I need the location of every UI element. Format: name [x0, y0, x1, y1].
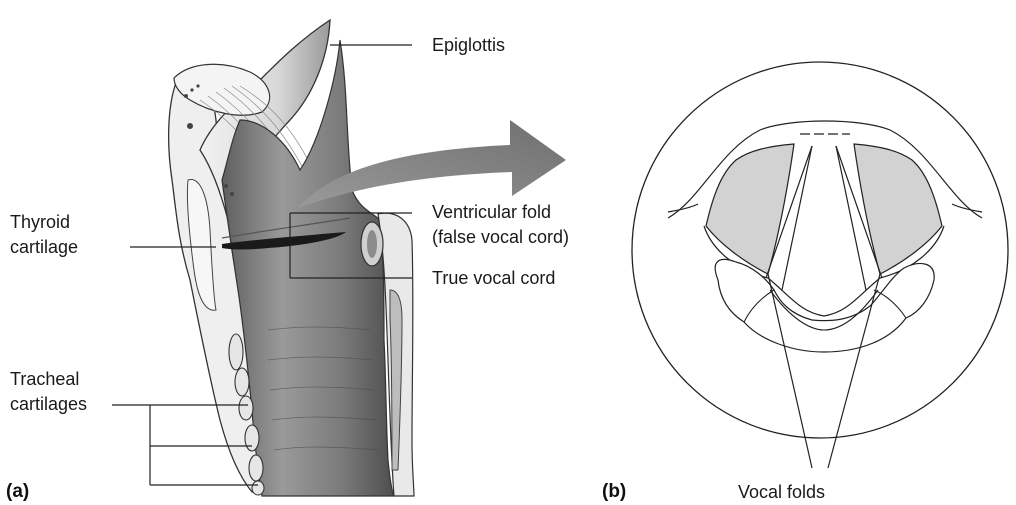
label-true-vocal-cord: True vocal cord [432, 267, 555, 289]
label-thyroid-line2: cartilage [10, 236, 78, 258]
laryngoscope-view [632, 62, 1008, 468]
label-ventricular-fold-line2: (false vocal cord) [432, 226, 569, 248]
view-circle [632, 62, 1008, 438]
label-tracheal-line1: Tracheal [10, 368, 79, 390]
label-tracheal-line2: cartilages [10, 393, 87, 415]
larynx-sagittal-illustration [169, 20, 414, 496]
panel-a-letter: (a) [6, 481, 29, 503]
label-ventricular-fold-line1: Ventricular fold [432, 201, 551, 223]
panel-b-letter: (b) [602, 481, 626, 503]
label-thyroid-line1: Thyroid [10, 211, 70, 233]
label-vocal-folds: Vocal folds [738, 481, 825, 503]
label-epiglottis: Epiglottis [432, 34, 505, 56]
